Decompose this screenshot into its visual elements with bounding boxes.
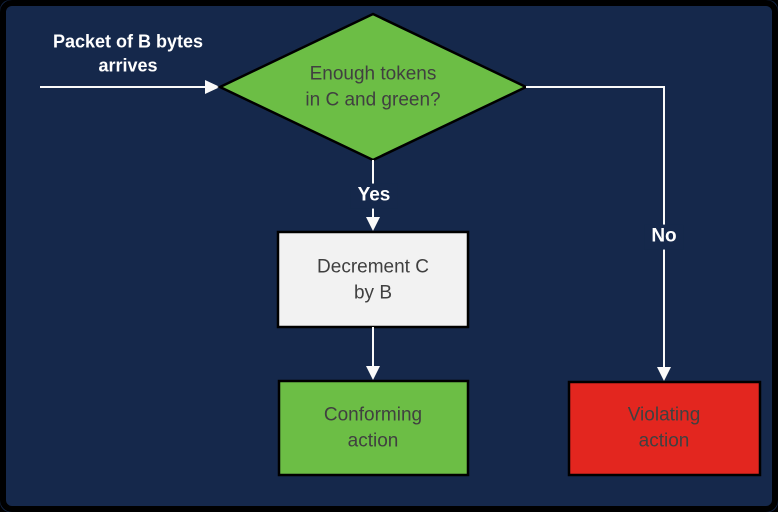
arrow-down-icon [366,366,380,380]
decision-label: Enough tokens in C and green? [305,63,441,110]
no-branch-label: No [644,224,684,250]
conforming-action-box [277,379,470,477]
arrow-down-icon [366,217,380,231]
no-connector [526,86,671,381]
arrow-down-icon [657,367,671,381]
violating-action-box [567,380,762,477]
arrow-right-icon [205,80,220,94]
process-connector [366,327,380,380]
process-box [276,230,470,329]
start-connector [40,80,220,94]
conforming-action-label: Conforming action [323,404,423,451]
violating-action-label: Violating action [627,404,701,451]
no-connector-line [526,86,665,367]
process-label: Decrement C by B [317,256,429,303]
yes-branch-label: Yes [350,183,398,209]
start-label: Packet of B bytes arrives [52,31,204,76]
